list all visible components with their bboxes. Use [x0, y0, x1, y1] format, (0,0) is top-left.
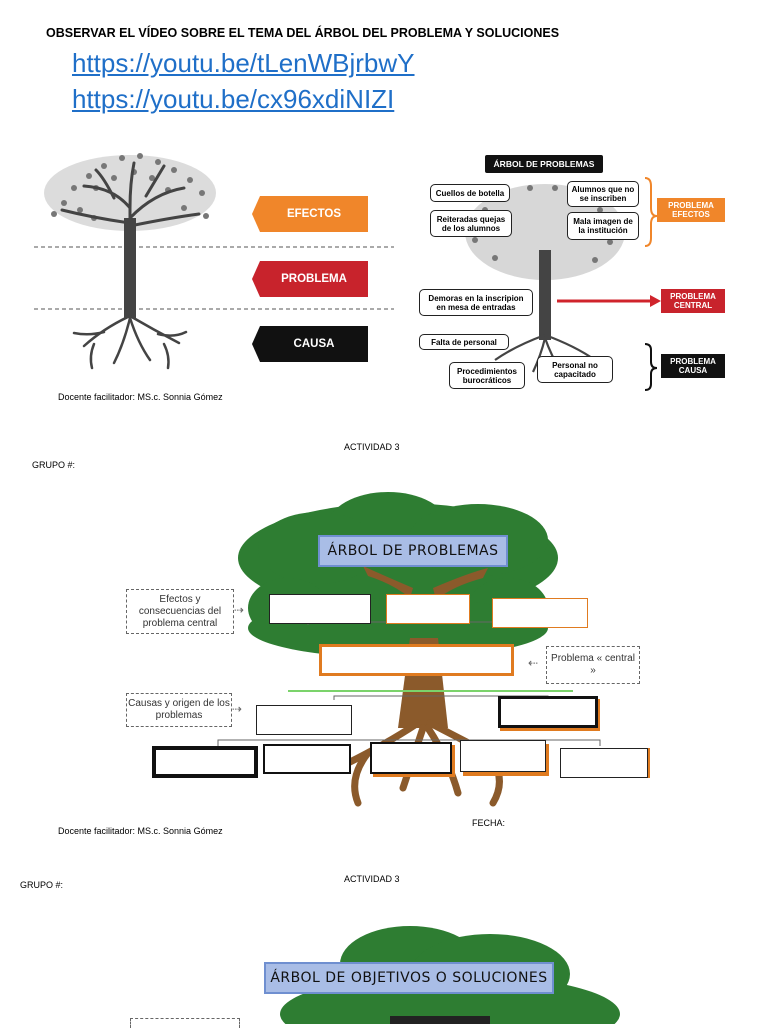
label-problema: PROBLEMA: [281, 273, 347, 285]
effect-input-box-2[interactable]: [386, 594, 470, 624]
activity-label-2: ACTIVIDAD 3: [344, 874, 400, 884]
central-problem-input[interactable]: [319, 644, 514, 676]
cause-box-3: Personal no capacitado: [537, 356, 613, 383]
effect-input-box-1[interactable]: [269, 594, 371, 624]
tree-illustration-icon: [34, 153, 394, 370]
tag-problema-efectos: PROBLEMA EFECTOS: [657, 198, 725, 222]
activity-label-1: ACTIVIDAD 3: [344, 442, 400, 452]
root-input-box-5[interactable]: [560, 748, 648, 778]
example-tree-title: ÁRBOL DE PROBLEMAS: [485, 155, 603, 173]
label-causa: CAUSA: [293, 338, 335, 350]
label-efectos: EFECTOS: [286, 208, 342, 220]
credit-bottom: Docente facilitador: MS.c. Sonnia Gómez: [58, 826, 223, 836]
cause-input-box-2[interactable]: [498, 696, 598, 728]
root-input-box-2[interactable]: [263, 744, 351, 774]
video-link-1[interactable]: https://youtu.be/tLenWBjrbwY: [72, 48, 415, 78]
root-input-box-3[interactable]: [370, 742, 452, 774]
note-partial: [130, 1018, 240, 1028]
solutions-tree-worksheet: ÁRBOL DE OBJETIVOS O SOLUCIONES: [260, 924, 660, 1024]
central-problem-box: Demoras en la inscripion en mesa de entr…: [419, 289, 533, 316]
note-causes: Causas y origen de los problemas: [126, 693, 232, 727]
root-input-box-4[interactable]: [460, 740, 546, 772]
effect-box-3: Alumnos que no se inscriben: [567, 181, 639, 207]
cause-box-2: Procedimientos burocráticos: [449, 362, 525, 389]
example-tree-illustration-icon: [465, 177, 661, 391]
problem-tree-example: ÁRBOL DE PROBLEMAS Cuellos de botella Re…: [415, 150, 755, 400]
video-link-2[interactable]: https://youtu.be/cx96xdiNIZI: [72, 84, 395, 114]
note-central: Problema « central »: [546, 646, 640, 684]
credit-top: Docente facilitador: MS.c. Sonnia Gómez: [58, 392, 223, 402]
effect-input-box-3[interactable]: [492, 598, 588, 628]
tag-problema-causa: PROBLEMA CAUSA: [661, 354, 725, 378]
note-effects-arrow-icon: ⇢: [234, 603, 245, 617]
note-central-arrow-icon: ⇠: [528, 656, 539, 670]
cause-input-box-1[interactable]: [256, 705, 352, 735]
group-label-2: GRUPO #:: [20, 880, 64, 890]
problem-tree-worksheet: ÁRBOL DE PROBLEMAS: [148, 488, 658, 818]
group-label-1: GRUPO #:: [32, 460, 76, 470]
page-title: OBSERVAR EL VÍDEO SOBRE EL TEMA DEL ÁRBO…: [46, 26, 560, 40]
note-causes-arrow-icon: ⇢: [232, 702, 243, 716]
simple-tree-diagram: EFECTOS PROBLEMA CAUSA: [34, 148, 394, 388]
note-effects: Efectos y consecuencias del problema cen…: [126, 589, 234, 634]
date-label: FECHA:: [472, 818, 506, 828]
effect-box-2: Reiteradas quejas de los alumnos: [430, 210, 512, 237]
effect-box-4: Mala imagen de la institución: [567, 212, 639, 240]
root-input-box-1[interactable]: [152, 746, 258, 778]
worksheet-tree-title: ÁRBOL DE PROBLEMAS: [318, 535, 508, 567]
tag-problema-central: PROBLEMA CENTRAL: [661, 289, 725, 313]
solutions-tree-title: ÁRBOL DE OBJETIVOS O SOLUCIONES: [264, 962, 554, 994]
effect-box-1: Cuellos de botella: [430, 184, 510, 202]
cause-box-1: Falta de personal: [419, 334, 509, 350]
